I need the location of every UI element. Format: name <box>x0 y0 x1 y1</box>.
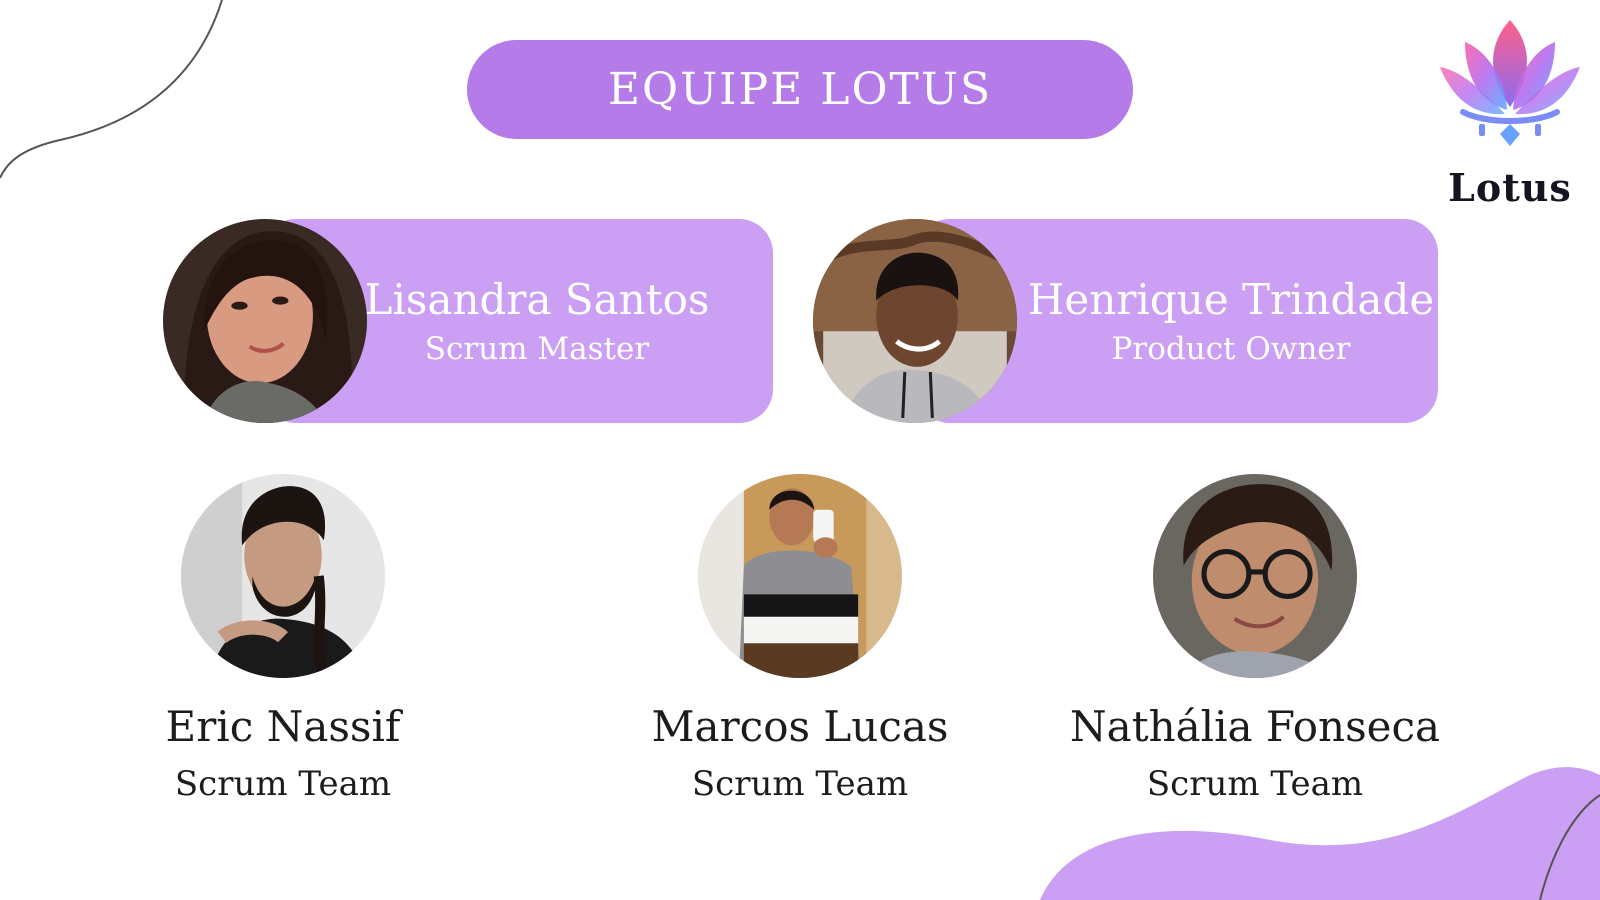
page-title: EQUIPE LOTUS <box>467 40 1133 139</box>
member-role: Scrum Team <box>174 764 392 804</box>
lead-role: Product Owner <box>1111 331 1351 368</box>
avatar-lisandra <box>163 219 367 423</box>
member-role: Scrum Team <box>1146 764 1364 804</box>
avatar-henrique <box>813 219 1017 423</box>
bottom-wave-line <box>1539 794 1600 900</box>
lead-info: Lisandra Santos Scrum Master <box>322 219 752 423</box>
lotus-flower-icon <box>1440 20 1580 146</box>
member-name: Eric Nassif <box>165 702 401 751</box>
avatar-marcos <box>698 474 902 678</box>
member-name: Nathália Fonseca <box>1069 702 1441 751</box>
avatar-eric <box>181 474 385 678</box>
member-role: Scrum Team <box>691 764 909 804</box>
member-card: Eric Nassif Scrum Team <box>73 474 493 814</box>
member-card: Nathália Fonseca Scrum Team <box>1045 474 1465 814</box>
lead-name: Lisandra Santos <box>364 274 710 324</box>
page-title-text: EQUIPE LOTUS <box>607 64 993 115</box>
lead-info: Henrique Trindade Product Owner <box>1021 219 1441 423</box>
member-card: Marcos Lucas Scrum Team <box>590 474 1010 814</box>
lotus-logo: Lotus <box>1430 12 1590 212</box>
logo-text: Lotus <box>1448 165 1572 210</box>
lead-role: Scrum Master <box>424 331 650 368</box>
avatar-nathalia <box>1153 474 1357 678</box>
lead-name: Henrique Trindade <box>1027 274 1435 324</box>
corner-curve-line <box>0 0 223 179</box>
member-name: Marcos Lucas <box>651 702 949 751</box>
